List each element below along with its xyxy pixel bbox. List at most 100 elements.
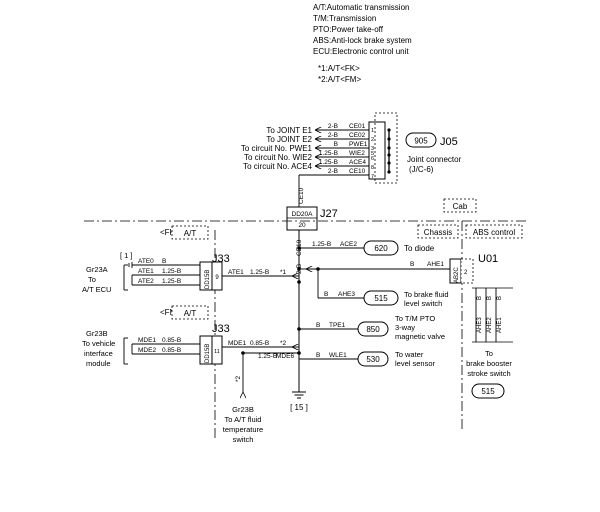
variant-at: A/T [184, 229, 197, 238]
variant-star: *2 [280, 340, 287, 347]
group-ref: Gr23B [232, 405, 254, 414]
connector-code: DD15B [205, 270, 211, 289]
wire-code: AHE2 [487, 317, 493, 333]
target-label: To vehicle [82, 339, 115, 348]
joint-id: J05 [440, 136, 458, 148]
variant-at: A/T [184, 309, 197, 318]
wire-code: MDE1 [228, 340, 246, 347]
joint-shell [374, 112, 398, 184]
target-label: brake booster [466, 359, 512, 368]
wire-size: 2-B [328, 168, 338, 175]
joint-desc: Joint connector [407, 155, 462, 164]
ground-ref: [ 15 ] [290, 403, 308, 412]
branch-water: B WLE1 530 To water level sensor [299, 350, 436, 368]
wire-code: CE10 [298, 187, 305, 204]
connector-code: AB2C [454, 267, 460, 283]
branch-label: level switch [404, 299, 442, 308]
wire-code: MDE6 [276, 353, 294, 360]
wire-code: ATE1 [228, 269, 244, 276]
branch-diode: 1.25-B ACE2 620 To diode [299, 240, 435, 256]
wire-code: CE10 [349, 168, 366, 175]
wire-size: 1.25-B [319, 150, 338, 157]
connector-code: DD15B [205, 344, 211, 363]
target-label: To A/T fluid [225, 415, 262, 424]
pin-number: 9 [215, 275, 219, 281]
u01-connector: AB2C 2 U01 B B B AHE3 AHE2 AHE1 To brake… [449, 253, 513, 399]
legend-item: A/T:Automatic transmission [313, 3, 409, 12]
wire-size: 2-B [328, 123, 338, 130]
wire-code: MDE1 [138, 337, 156, 344]
ground-icon [292, 391, 306, 399]
pin-number: 7 [371, 174, 374, 180]
branch-label: 3-way [395, 323, 415, 332]
wire-code: WLE1 [329, 352, 347, 359]
legend-item: PTO:Power take-off [313, 25, 384, 34]
branch-label: To diode [404, 244, 435, 253]
branch-pto: B TPE1 850 To T/M PTO 3-way magnetic val… [299, 314, 445, 341]
bracket-ref: [ 1 ] [120, 251, 133, 260]
wire-code: WIE2 [349, 150, 365, 157]
wire-size: 2-B [328, 132, 338, 139]
wire-size: 1.25-B [312, 241, 331, 248]
circuit-label: To JOINT E1 [266, 126, 312, 135]
branch-label: level sensor [395, 359, 436, 368]
wire-code: ACE4 [349, 159, 366, 166]
pin-number: 20 [298, 222, 306, 229]
connector-id: U01 [478, 253, 498, 265]
circuit-label: To JOINT E2 [266, 135, 312, 144]
joint-number: 905 [414, 137, 428, 146]
wire-size: B [316, 322, 320, 329]
connector-id: J33 [212, 323, 230, 335]
pin-number: 6 [371, 156, 374, 162]
main-trunk: CE10 2-B [ 15 ] [290, 230, 308, 412]
wire-size: 0.85-B [162, 347, 181, 354]
fm-section: <FM> A/T J33 Gr23B To vehicle interface … [82, 305, 299, 444]
branch-label: To water [395, 350, 424, 359]
wire-code: AHE3 [338, 291, 355, 298]
pin-number: 8 [371, 165, 374, 171]
joint-number-badge [405, 132, 437, 148]
legend-item: ECU:Electronic control unit [313, 47, 409, 56]
pin-number: 2 [464, 270, 468, 276]
wire-size: B [477, 296, 483, 300]
target-label: interface [84, 349, 113, 358]
joint-block [368, 121, 386, 180]
variant-tag: <FM> [160, 308, 181, 317]
wire-code: AHE1 [427, 261, 444, 268]
wire-code: ATE1 [138, 268, 154, 275]
circuit-label: To circuit No. WIE2 [244, 153, 313, 162]
wire-size: 1.25-B [162, 268, 181, 275]
connector-id: J27 [320, 208, 338, 220]
wire-size: B [487, 296, 493, 300]
j27-block [286, 206, 318, 231]
zone-abs: ABS control [473, 228, 515, 237]
target-label: To [485, 349, 493, 358]
wire-size: 1.25-B [258, 353, 277, 360]
pin-number: 3 [371, 146, 374, 152]
target-label: stroke switch [467, 369, 510, 378]
wire-code: ATE2 [138, 278, 154, 285]
wire-code: AHE3 [477, 317, 483, 333]
variant-star: *1 [280, 269, 287, 276]
wire-size: B [316, 352, 320, 359]
group-ref: Gr23B [86, 329, 108, 338]
branch-ahe1: B AHE1 B AHE3 515 To brake fluid level s… [299, 261, 450, 308]
wire-size: B [162, 258, 166, 265]
wire-size: 1.25-B [162, 278, 181, 285]
wire-size: 0.85-B [162, 337, 181, 344]
wire-size: 1.25-B [250, 269, 269, 276]
ref-number: 515 [374, 294, 388, 303]
wire-code: AHE1 [497, 317, 503, 333]
wire-code: MDE2 [138, 347, 156, 354]
wire-size: B [334, 141, 338, 148]
fk-section: <FK> A/T J33 [ 1 ] Gr23A To A/T ECU ATE0… [82, 225, 299, 294]
group-ref: Gr23A [86, 265, 108, 274]
wire-code: PWE1 [349, 141, 368, 148]
pin-number: 5 [371, 151, 374, 157]
ref-number: 530 [366, 355, 380, 364]
branch-label: To T/M PTO [395, 314, 435, 323]
wire-code: TPE1 [329, 322, 346, 329]
legend-item: ABS:Anti-lock brake system [313, 36, 412, 45]
wire-size: B [410, 261, 414, 268]
